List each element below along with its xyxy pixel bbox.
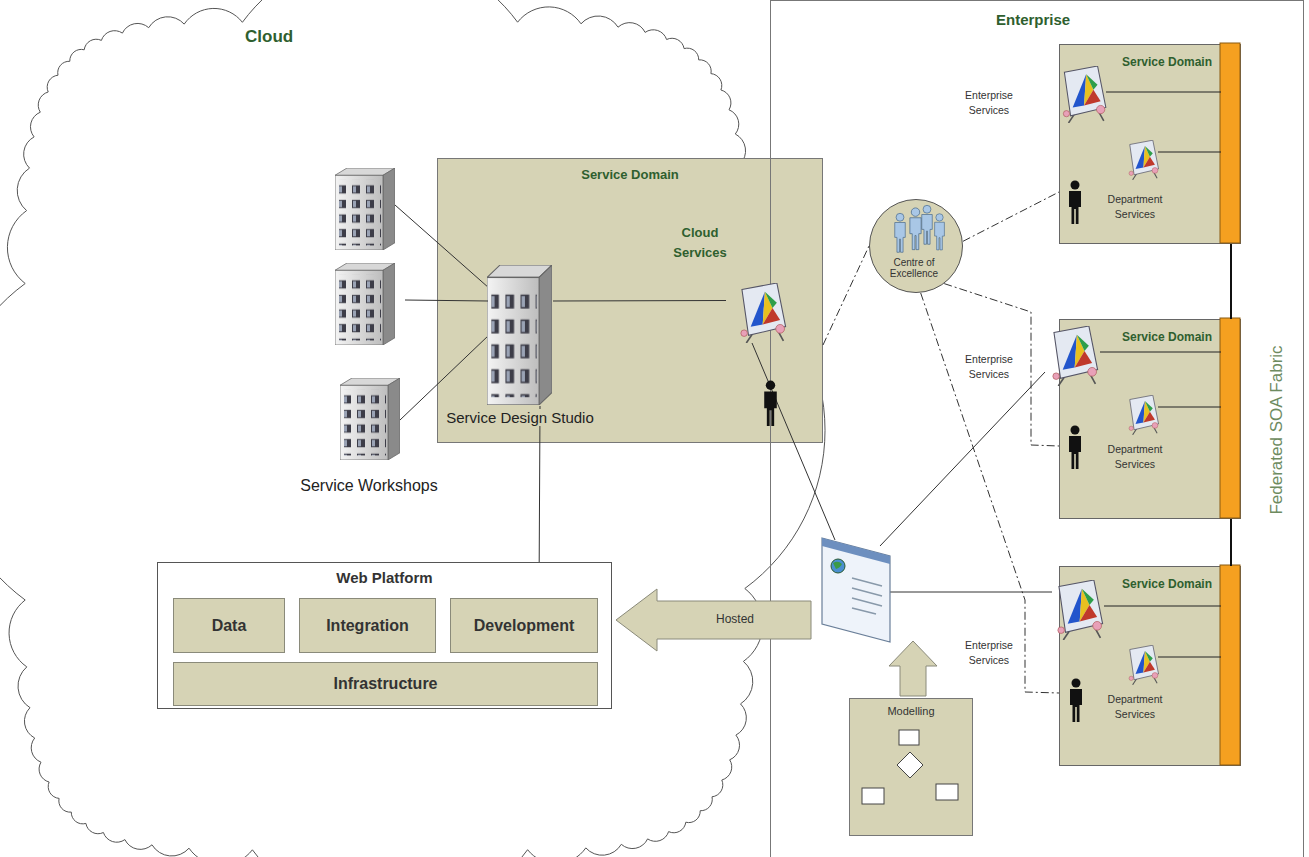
cloud-outline: [0, 0, 825, 857]
node-text: Data: [212, 617, 247, 635]
hosted-arrow: Hosted: [615, 588, 812, 652]
web-platform: Web PlatformData Integration DevelopmentIn…: [157, 562, 612, 709]
department-services: Department Services: [1100, 442, 1170, 478]
platform-box: Development: [450, 598, 598, 653]
enterprise-services: Enterprise Services: [960, 352, 1018, 388]
node-text: Enterprise Services: [960, 88, 1018, 118]
building-icon: [487, 265, 552, 405]
node-text: Service Domain: [438, 167, 822, 182]
node-text: Centre of Excellence: [884, 257, 944, 279]
node-text: Cloud: [245, 27, 293, 47]
connector-line: [1230, 244, 1232, 319]
arrow-outline: [615, 588, 812, 652]
arrow-outline: [616, 589, 811, 651]
node-text: Department Services: [1100, 692, 1170, 722]
node-text: Modelling: [850, 705, 972, 717]
dashed-connector: [963, 192, 1059, 241]
node-text: Service Domain: [1122, 55, 1212, 69]
node-text: Service Workshops: [279, 477, 459, 495]
dashed-connector: [944, 284, 1059, 446]
building-icon: [335, 168, 395, 250]
dashed-connector: [921, 293, 1059, 693]
node-text: Enterprise Services: [960, 638, 1018, 668]
node-text: Service Domain: [1122, 330, 1212, 344]
node-text: Cloud Services: [664, 223, 736, 262]
department-services: Department Services: [1100, 192, 1170, 228]
department-services: Department Services: [1100, 692, 1170, 728]
platform-box: Data: [173, 598, 285, 653]
enterprise-services: Enterprise Services: [960, 638, 1018, 674]
enterprise-services: Enterprise Services: [960, 88, 1018, 124]
node-text: Department Services: [1100, 192, 1170, 222]
node-text: Development: [474, 617, 574, 635]
web-portal: [822, 538, 890, 642]
node-text: Service Domain: [1122, 577, 1212, 591]
building-icon: [340, 378, 400, 460]
node-text: Enterprise Services: [960, 352, 1018, 382]
block-arrow: [889, 641, 937, 696]
platform-box: Infrastructure: [173, 662, 598, 706]
fabric-bars: [1220, 43, 1240, 765]
dashed-connector: [823, 246, 869, 345]
building-icon: [335, 263, 395, 345]
platform-box: Integration: [299, 598, 436, 653]
node-text: Department Services: [1100, 442, 1170, 472]
fabric-label: Federated SOA Fabric: [1267, 345, 1287, 514]
node-text: Web Platform: [158, 569, 611, 586]
connector-line: [1230, 519, 1232, 566]
node-text: Hosted: [675, 612, 795, 626]
node-text: Integration: [326, 617, 409, 635]
node-text: Infrastructure: [333, 675, 437, 693]
node-text: Service Design Studio: [440, 409, 600, 426]
node-text: Enterprise: [996, 11, 1070, 28]
